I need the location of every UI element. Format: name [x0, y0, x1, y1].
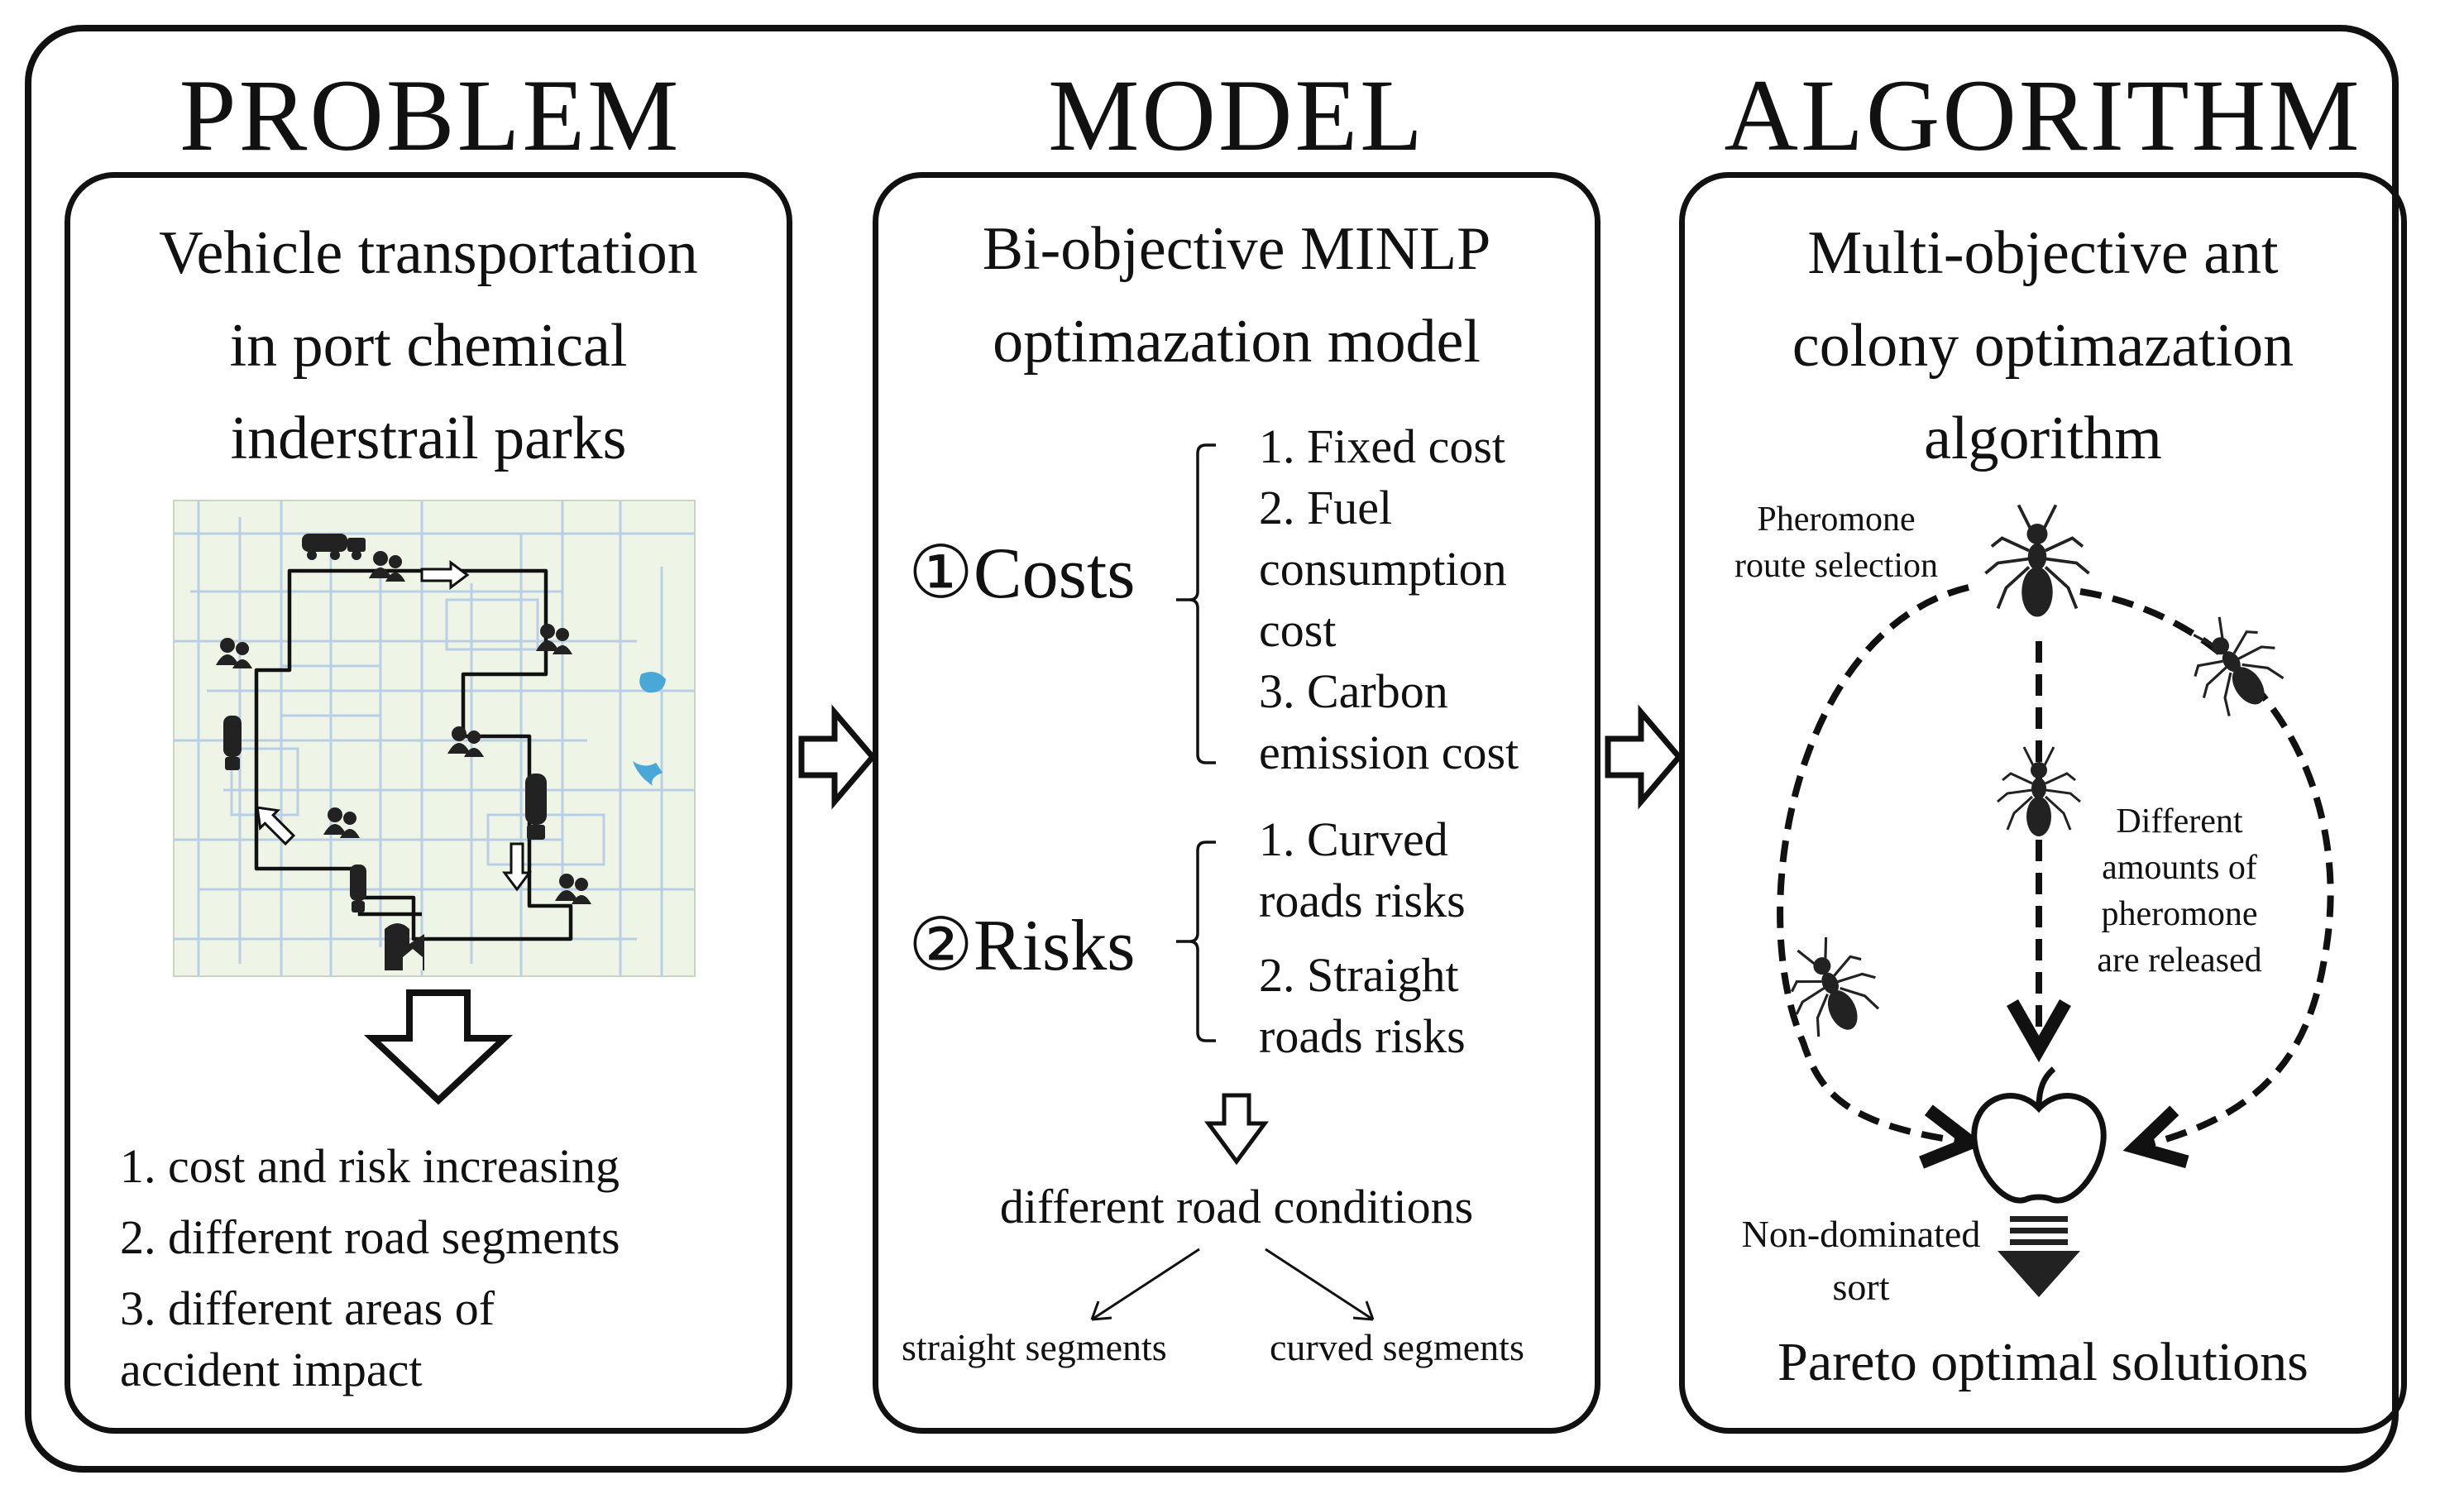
model-title-line: optimazation model: [993, 308, 1481, 376]
people-icon: [369, 551, 405, 582]
result-item: 2. different road segments: [120, 1210, 620, 1264]
ant-icon: [1983, 503, 2091, 619]
pheromone-line: Pheromone: [1757, 501, 1916, 539]
right-arrow-icon: [420, 560, 470, 590]
costs-items: 1. Fixed cost 2. Fuel consumption cost 3…: [1259, 416, 1519, 783]
model-heading: MODEL: [1048, 59, 1425, 172]
people-icon: [216, 638, 252, 668]
straight-segments-label: straight segments: [902, 1326, 1167, 1368]
cost-item: emission cost: [1259, 726, 1519, 779]
result-item: 1. cost and risk increasing: [120, 1139, 620, 1193]
up-left-arrow-icon: [256, 806, 296, 846]
problem-panel: [65, 172, 792, 1434]
algorithm-title-line: colony optimazation: [1792, 312, 2294, 380]
problem-title-line: inderstrail parks: [230, 405, 627, 472]
sort-line: Non-dominated: [1741, 1213, 1981, 1255]
route-map: [173, 500, 696, 977]
problem-title: Vehicle transportation in port chemical …: [65, 207, 792, 485]
triangle-arrow-icon: [1998, 1216, 2080, 1297]
people-icon: [555, 874, 591, 904]
road-conditions: different road conditions: [999, 1180, 1474, 1233]
algorithm-title: Multi-objective ant colony optimazation …: [1679, 207, 2407, 485]
ant-icon: [2170, 599, 2298, 730]
ant-icon: [1771, 924, 1892, 1049]
result-item: 3. different areas of: [120, 1281, 495, 1335]
costs-label: ①Costs: [908, 534, 1136, 614]
connector-arrow-1: [798, 704, 877, 810]
cost-item: 3. Carbon: [1259, 664, 1448, 718]
segment-split-arrows: [1090, 1248, 1375, 1321]
lake-1: [639, 672, 666, 693]
tanker-icon: [525, 774, 547, 840]
pheromone-label: Pheromone route selection: [1704, 496, 1969, 589]
down-arrow-icon: [502, 842, 532, 892]
problem-heading: PROBLEM: [179, 59, 682, 172]
amounts-label: Different amounts of pheromone are relea…: [2047, 798, 2312, 984]
risk-item: roads risks: [1259, 874, 1466, 927]
model-title: Bi-objective MINLP optimazation model: [873, 203, 1600, 388]
lake-2: [633, 761, 663, 786]
ant-colony-diagram: [1771, 503, 2334, 1297]
tanker-icon: [223, 716, 242, 770]
amounts-line: Different: [2116, 802, 2243, 841]
people-icon: [536, 624, 572, 654]
problem-title-line: Vehicle transportation: [159, 219, 698, 287]
amounts-line: pheromone: [2101, 895, 2258, 933]
big-down-arrow-icon: [363, 989, 514, 1105]
sort-line: sort: [1832, 1266, 1890, 1308]
risks-items: 1. Curved roads risks 2. Straight roads …: [1259, 809, 1466, 1067]
problem-results: 1. cost and risk increasing 2. different…: [120, 1136, 782, 1401]
cost-item: cost: [1259, 603, 1337, 657]
apple-icon: [1971, 1066, 2107, 1204]
algorithm-title-line: algorithm: [1924, 405, 2162, 472]
amounts-line: amounts of: [2102, 849, 2257, 887]
risk-item: 1. Curved: [1259, 812, 1448, 866]
factory-icon: [385, 923, 424, 970]
costs-brace: [1176, 443, 1216, 764]
pareto-result: Pareto optimal solutions: [1777, 1332, 2309, 1392]
sort-label: Non-dominated sort: [1708, 1208, 2014, 1314]
small-down-arrow-icon: [1204, 1093, 1269, 1166]
truck-icon: [302, 534, 366, 560]
model-title-line: Bi-objective MINLP: [982, 215, 1491, 283]
algorithm-title-line: Multi-objective ant: [1807, 219, 2279, 287]
risks-label: ②Risks: [908, 906, 1136, 986]
risk-item: roads risks: [1259, 1009, 1466, 1063]
risks-brace: [1176, 841, 1216, 1042]
vehicle-route: [254, 568, 573, 941]
algorithm-heading: ALGORITHM: [1724, 59, 2362, 172]
algorithm-panel: [1679, 172, 2407, 1434]
curved-segments-label: curved segments: [1270, 1326, 1524, 1368]
people-icon: [323, 807, 360, 838]
problem-title-line: in port chemical: [229, 312, 628, 380]
cost-item: 1. Fixed cost: [1259, 419, 1506, 473]
tanker-icon: [350, 865, 366, 912]
risk-item: 2. Straight: [1259, 948, 1459, 1002]
left-pheromone-path: [1777, 584, 1969, 1142]
cost-item: consumption: [1259, 542, 1507, 596]
pheromone-line: route selection: [1734, 547, 1939, 585]
people-icon: [447, 726, 484, 757]
outer-frame: [25, 25, 2399, 1473]
connector-arrow-2: [1605, 704, 1683, 810]
amounts-line: are released: [2097, 941, 2262, 980]
result-item: accident impact: [120, 1343, 423, 1396]
model-panel: [873, 172, 1600, 1434]
cost-item: 2. Fuel: [1259, 481, 1393, 534]
